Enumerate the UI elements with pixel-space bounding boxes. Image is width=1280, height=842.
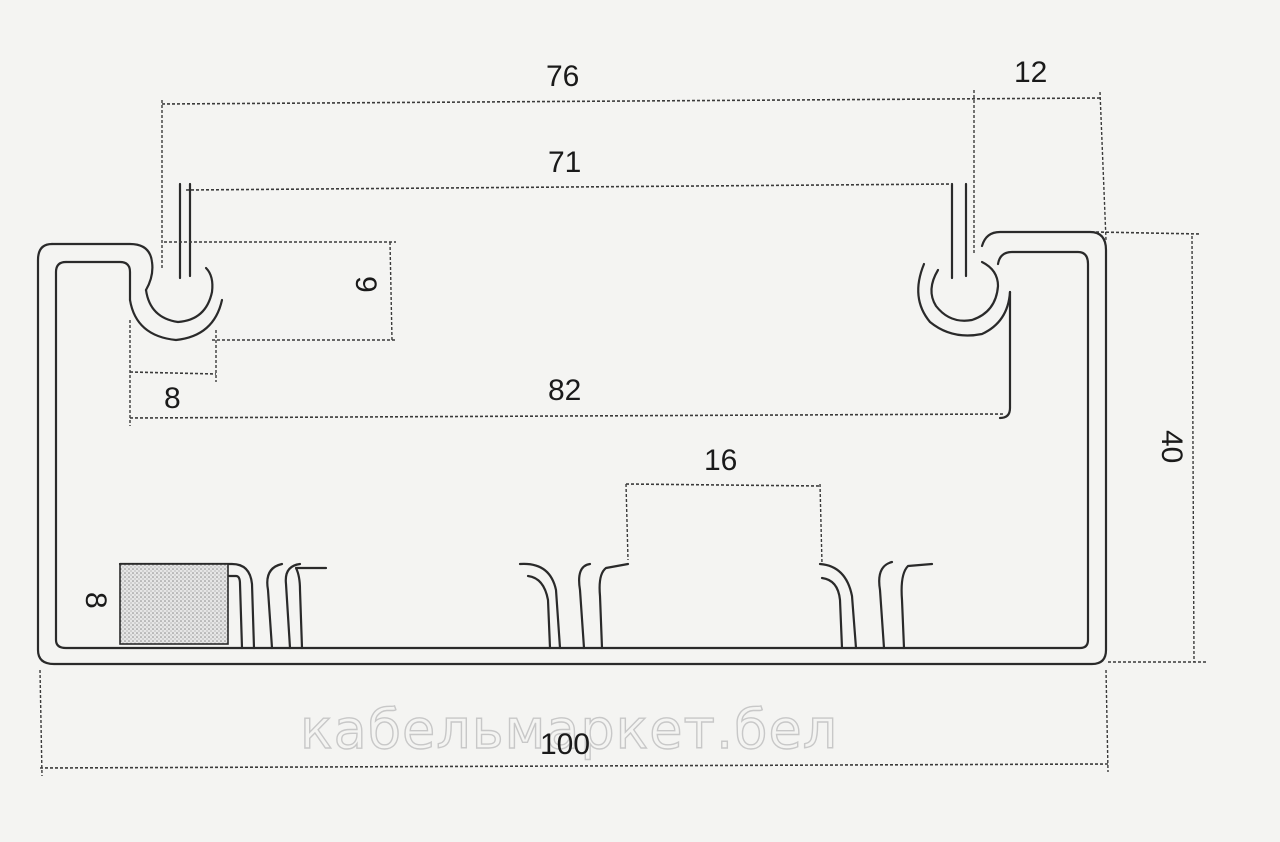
right-inner-drop [998,290,1012,420]
side-insert-block [119,563,229,645]
left-clip-stem [178,182,192,280]
dim-right-lip: 12 [1014,56,1047,89]
profile-inner-wall [54,250,1090,650]
dim-opening: 82 [548,374,581,407]
right-clip-outer [917,262,1012,337]
left-clip-outer [128,298,224,342]
dimension-lines [39,90,1206,777]
dim-inner-span: 71 [548,146,581,179]
dim-clip-height: 9 [349,276,382,293]
dim-center-channel: 16 [704,444,737,477]
right-clip [930,260,1000,322]
left-lip-inner [64,260,132,302]
dim-side-pad: 8 [79,592,112,609]
dim-height: 40 [1155,430,1188,463]
right-clip-stem [950,182,968,280]
left-clip [144,266,214,324]
profile-outer-wall [36,230,1108,666]
dim-top-span: 76 [546,60,579,93]
watermark: кабельмаркет.бел [300,698,838,761]
bottom-partitions [118,560,934,650]
dim-clip-width: 8 [164,382,181,415]
left-lip [50,242,154,292]
dim-width: 100 [540,728,590,761]
